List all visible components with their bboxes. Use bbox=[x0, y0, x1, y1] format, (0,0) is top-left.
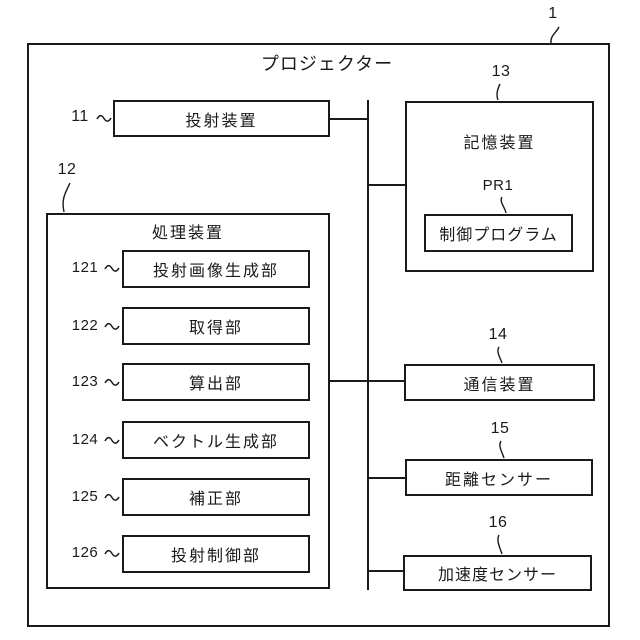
tilde-ref-122 bbox=[104, 322, 120, 330]
tilde-ref-126 bbox=[104, 549, 120, 557]
block-distance-sensor: 距離センサー bbox=[405, 459, 593, 496]
leader-ref-15 bbox=[499, 440, 505, 459]
block-communication-device: 通信装置 bbox=[404, 364, 595, 401]
ref-label-pr1: PR1 bbox=[482, 177, 514, 194]
tilde-ref-125 bbox=[104, 493, 120, 501]
ref-label-11: 11 bbox=[71, 108, 89, 125]
unit-projection-control: 投射制御部 bbox=[122, 535, 310, 573]
unit-vector-generation: ベクトル生成部 bbox=[122, 421, 310, 459]
ref-label-126: 126 bbox=[71, 544, 99, 561]
ref-label-125: 125 bbox=[71, 488, 99, 505]
ref-label-1: 1 bbox=[548, 5, 558, 22]
leader-ref-13 bbox=[496, 83, 501, 101]
tilde-ref-124 bbox=[104, 436, 120, 444]
figure-title: プロジェクター bbox=[260, 54, 394, 74]
leader-ref-16 bbox=[497, 534, 503, 555]
leader-ref-pr1 bbox=[500, 196, 507, 214]
block-storage-device bbox=[405, 101, 594, 272]
ref-label-121: 121 bbox=[71, 259, 99, 276]
tilde-ref-11 bbox=[96, 114, 112, 122]
ref-label-13: 13 bbox=[491, 63, 511, 80]
leader-ref-14 bbox=[497, 346, 503, 364]
ref-label-14: 14 bbox=[488, 326, 508, 343]
ref-label-16: 16 bbox=[488, 514, 508, 531]
processing-device-title: 処理装置 bbox=[151, 225, 224, 242]
leader-ref-1 bbox=[550, 26, 560, 44]
tilde-ref-123 bbox=[104, 378, 120, 386]
projector-outer-box bbox=[27, 43, 610, 627]
block-acceleration-sensor: 加速度センサー bbox=[403, 555, 592, 591]
block-processing-device bbox=[46, 213, 330, 589]
tilde-ref-121 bbox=[104, 264, 120, 272]
storage-device-title: 記憶装置 bbox=[463, 135, 536, 152]
ref-label-15: 15 bbox=[490, 420, 510, 437]
ref-label-12: 12 bbox=[57, 161, 77, 178]
ref-label-124: 124 bbox=[71, 431, 99, 448]
unit-acquisition: 取得部 bbox=[122, 307, 310, 345]
unit-correction: 補正部 bbox=[122, 478, 310, 516]
leader-ref-12 bbox=[62, 182, 71, 213]
unit-projection-image-generation: 投射画像生成部 bbox=[122, 250, 310, 288]
unit-calculation: 算出部 bbox=[122, 363, 310, 401]
block-control-program: 制御プログラム bbox=[424, 214, 573, 252]
ref-label-123: 123 bbox=[71, 373, 99, 390]
ref-label-122: 122 bbox=[71, 317, 99, 334]
block-projection-device: 投射装置 bbox=[113, 100, 330, 137]
